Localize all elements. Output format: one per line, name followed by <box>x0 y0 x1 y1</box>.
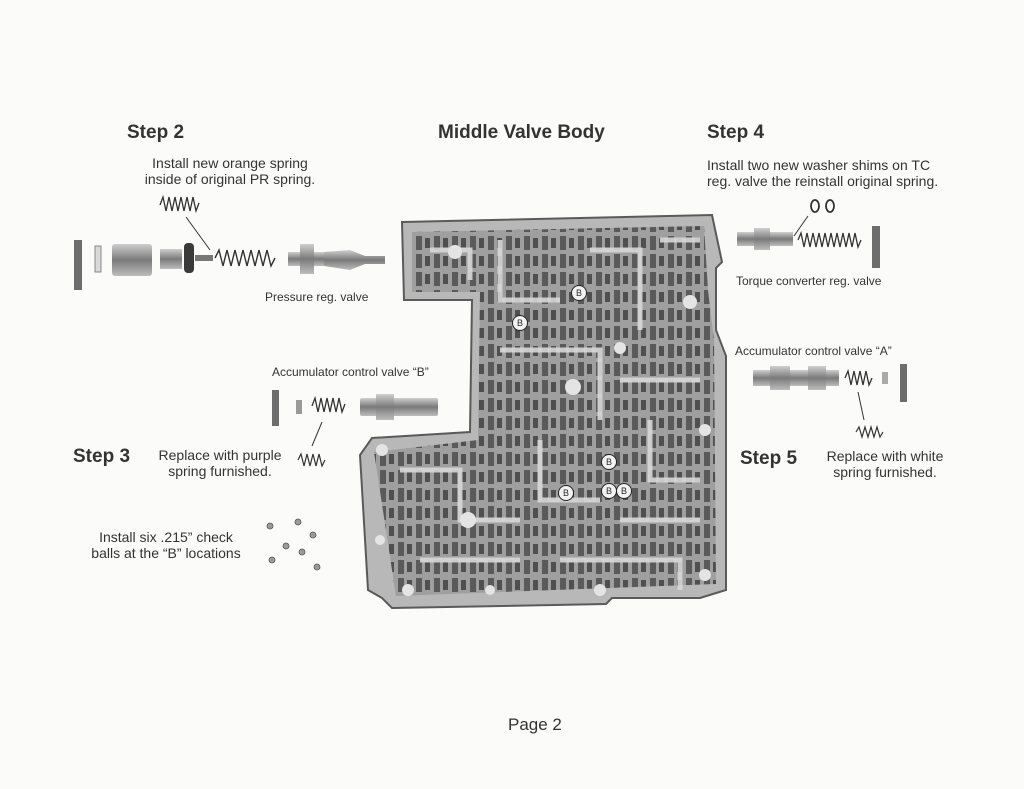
middle-valve-body <box>358 213 727 610</box>
step3-instructions: Replace with purple spring furnished. <box>150 447 290 479</box>
step3-line1: Replace with purple <box>158 447 282 463</box>
checkball-line1: Install six .215” check <box>99 529 233 545</box>
step3-heading: Step 3 <box>73 446 131 467</box>
step4-heading: Step 4 <box>707 122 765 143</box>
b-marker: B <box>558 485 574 501</box>
torque-converter-valve-parts <box>737 199 880 268</box>
accumulator-valve-a-parts <box>753 364 907 440</box>
b-marker: B <box>601 454 617 470</box>
checkball-instructions: Install six .215” check balls at the “B”… <box>76 529 256 561</box>
page-title: Middle Valve Body <box>438 122 605 143</box>
step2-instructions: Install new orange spring inside of orig… <box>120 155 340 187</box>
step2-line2: inside of original PR spring. <box>144 171 316 187</box>
b-marker: B <box>616 483 632 499</box>
step4-line2: reg. valve the reinstall original spring… <box>707 173 939 189</box>
step2-line1: Install new orange spring <box>152 155 308 171</box>
b-marker: B <box>512 315 528 331</box>
step5-instructions: Replace with white spring furnished. <box>815 448 955 480</box>
pressure-reg-valve-parts <box>74 194 385 290</box>
step2-heading: Step 2 <box>127 122 185 143</box>
accumulator-b-label: Accumulator control valve “B” <box>272 365 429 379</box>
torque-converter-valve-label: Torque converter reg. valve <box>736 274 882 288</box>
page-number: Page 2 <box>508 715 562 734</box>
check-balls <box>266 518 321 571</box>
accumulator-valve-b-parts <box>272 390 438 468</box>
accumulator-a-label: Accumulator control valve “A” <box>735 344 892 358</box>
step4-instructions: Install two new washer shims on TC reg. … <box>707 157 987 189</box>
checkball-line2: balls at the “B” locations <box>91 545 241 561</box>
step4-line1: Install two new washer shims on TC <box>707 157 931 173</box>
b-marker: B <box>601 483 617 499</box>
pressure-reg-valve-label: Pressure reg. valve <box>265 290 369 304</box>
step5-line1: Replace with white <box>826 448 944 464</box>
step5-heading: Step 5 <box>740 448 798 469</box>
b-marker: B <box>571 285 587 301</box>
step5-line2: spring furnished. <box>833 464 937 480</box>
step3-line2: spring furnished. <box>168 463 272 479</box>
